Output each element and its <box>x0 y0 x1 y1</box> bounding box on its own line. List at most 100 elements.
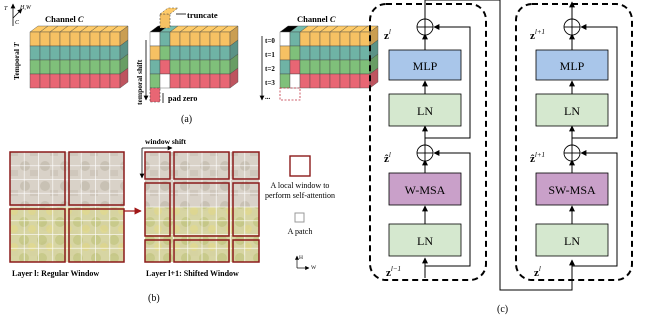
tensor-cell <box>159 31 171 47</box>
tensor-cell <box>89 73 101 89</box>
tensor-cell <box>359 45 371 61</box>
legend-window-line1: A local window to <box>271 181 330 190</box>
tensor-cell <box>179 45 191 61</box>
tensor-cell <box>199 59 211 75</box>
ln-top-2 <box>535 93 609 127</box>
caption-a: (a) <box>181 114 192 125</box>
tensor-cell <box>329 59 341 75</box>
tensor-cell <box>219 73 231 89</box>
time-label: ... <box>265 93 271 101</box>
time-labels: t=0t=1t=2t=3... <box>265 37 275 101</box>
tensor-cell <box>279 73 291 89</box>
tensor-cell <box>149 59 161 75</box>
truncate-cell <box>159 13 171 29</box>
z-hat-1: ẑl <box>384 151 391 165</box>
axis-glyph: H,W C T <box>4 3 32 26</box>
window-3 <box>9 208 66 263</box>
pad-zero-label: pad zero <box>168 94 197 103</box>
tensor-cell <box>49 31 61 47</box>
tensor-cell <box>29 59 41 75</box>
swmsa-box <box>535 172 609 206</box>
tensor-cell <box>69 59 81 75</box>
window-1 <box>9 151 66 206</box>
tensor-cell <box>189 73 201 89</box>
legend-patch-label: A patch <box>288 227 313 236</box>
tensor-cell <box>49 59 61 75</box>
z-out-1: zl <box>384 28 391 42</box>
tensor-cell <box>89 31 101 47</box>
shifted-window-image <box>144 151 260 263</box>
window-2 <box>68 151 125 206</box>
tensor-cell <box>39 59 51 75</box>
tensor-cell <box>349 45 361 61</box>
ln-top-1-label: LN <box>417 104 433 118</box>
panel-b: Layer l: Regular Window Layer l+1: Shift… <box>9 137 335 304</box>
tensor-cell <box>99 45 111 61</box>
tensor-cell <box>329 31 341 47</box>
tensor-cell <box>79 73 91 89</box>
regular-window-image <box>9 151 125 263</box>
tensor-cell <box>169 31 181 47</box>
ln-bottom-2-label: LN <box>564 234 580 248</box>
shifted-window-caption: Layer l+1: Shifted Window <box>146 269 239 278</box>
tensor-cell <box>179 73 191 89</box>
tensor-cell <box>179 59 191 75</box>
truncate-label: truncate <box>187 10 218 20</box>
tensor-cell <box>179 31 191 47</box>
tensor-cell <box>209 45 221 61</box>
regular-window-caption: Layer l: Regular Window <box>12 269 99 278</box>
tensor-cell <box>359 59 371 75</box>
tensor-cell <box>79 59 91 75</box>
tensor-cell <box>29 73 41 89</box>
mlp-2 <box>535 49 609 81</box>
panel-a: H,W C T Channel C Temporal T truncate te… <box>4 3 379 125</box>
tensor-cell <box>29 45 41 61</box>
tensor-cell <box>339 45 351 61</box>
wmsa-box <box>388 172 462 206</box>
tensor-cell <box>89 59 101 75</box>
tensor-cell <box>309 59 321 75</box>
tensor-cell <box>319 73 331 89</box>
tensor-cell <box>349 31 361 47</box>
caption-c: (c) <box>497 304 508 315</box>
tensor-right-shifted <box>279 25 379 101</box>
z-in-1: zl−1 <box>386 265 401 279</box>
window-4 <box>68 208 125 263</box>
tensor-cell <box>339 31 351 47</box>
panel-c: LN W-MSA LN MLP zl ẑl zl <box>369 0 633 315</box>
left-channel-label: Channel C <box>45 14 84 24</box>
tensor-cell <box>199 45 211 61</box>
tensor-cell <box>279 31 291 47</box>
tensor-cell <box>199 73 211 89</box>
right-channel-label: Channel C <box>297 14 336 24</box>
tensor-cell <box>189 59 201 75</box>
z-hat-2: ẑl+1 <box>530 151 545 165</box>
tensor-cell <box>79 31 91 47</box>
tensor-cell <box>59 31 71 47</box>
temporal-shift-label: temporal shift <box>135 59 144 105</box>
tensor-cell <box>279 59 291 75</box>
tensor-cell <box>329 45 341 61</box>
tensor-cell <box>209 73 221 89</box>
tensor-cell <box>79 45 91 61</box>
tensor-cell <box>69 31 81 47</box>
z-in-2: zl <box>534 265 541 279</box>
tensor-cell <box>329 73 341 89</box>
time-label: t=0 <box>265 37 275 45</box>
tensor-cell <box>109 59 121 75</box>
axis-w-label: W <box>311 265 317 271</box>
block-2: LN SW-MSA LN MLP zl+1 ẑl+1 zl <box>530 1 618 279</box>
tensor-cell <box>209 59 221 75</box>
temporal-label: Temporal T <box>12 42 21 80</box>
tensor-cell <box>89 45 101 61</box>
tensor-cell <box>189 31 201 47</box>
tensor-cell <box>109 73 121 89</box>
ln-bottom-2 <box>535 223 609 257</box>
tensor-cell <box>199 31 211 47</box>
tensor-cell <box>359 73 371 89</box>
block-1: LN W-MSA LN MLP zl ẑl zl <box>384 0 575 291</box>
time-label: t=2 <box>265 65 275 73</box>
tensor-cell <box>169 45 181 61</box>
tensor-cell <box>39 45 51 61</box>
